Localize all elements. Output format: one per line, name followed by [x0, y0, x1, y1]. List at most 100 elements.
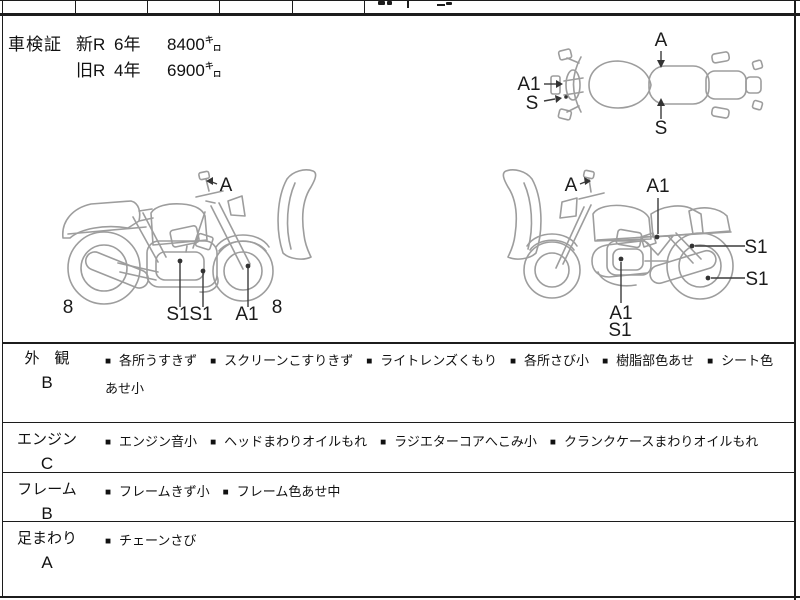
header-cell-divider	[364, 0, 365, 14]
arrowhead	[206, 177, 213, 185]
defect-text: クランクケースまわりオイルもれ	[563, 434, 759, 449]
marker-dot	[200, 268, 206, 274]
bullet-icon: ■	[549, 437, 556, 448]
diagram-label-eight: 8	[63, 297, 74, 318]
defect-item: ■ チェーンさび	[105, 533, 196, 548]
mileage-value: 6900㌔	[167, 61, 222, 80]
condition-row: 足まわり A ■ チェーンさび	[3, 521, 794, 597]
defect-item: ■スクリーンこすりきず	[210, 353, 353, 368]
category-cell: フレーム B	[3, 479, 105, 524]
defect-item: ■ ヘッドまわりオイルもれ	[210, 434, 367, 449]
bullet-icon: ■	[222, 487, 229, 498]
cropped-text-fragment	[378, 1, 385, 5]
marker-dot	[618, 256, 624, 262]
row-rule-1	[2, 422, 796, 423]
defect-text: フレーム色あせ中	[236, 484, 341, 499]
cropped-text-fragment	[407, 0, 409, 8]
arrowhead	[584, 177, 591, 185]
bullet-icon: ■	[510, 356, 517, 367]
years-value: 6年	[114, 35, 141, 54]
marker-dot	[177, 258, 183, 264]
bullet-icon: ■	[210, 437, 217, 448]
diagram-label-s: S	[655, 118, 668, 139]
defect-text: ライトレンズくもり	[380, 353, 497, 368]
defect-item: ■各所うすきず	[105, 353, 197, 368]
category-label: フレーム	[17, 481, 77, 498]
defect-text: 各所うすきず	[119, 353, 198, 368]
diagram-label-a: A	[655, 30, 668, 51]
defect-item: ■ 各所さび小	[510, 353, 589, 368]
diagram-label-a1: A1	[646, 176, 669, 197]
diagram-label-a1: A1	[235, 304, 258, 325]
bullet-icon: ■	[105, 536, 112, 547]
arrowhead	[657, 98, 665, 106]
arrowhead	[555, 95, 562, 103]
diagram-label-a: A	[220, 175, 233, 196]
defect-text: ヘッドまわりオイルもれ	[224, 434, 368, 449]
marker-dot	[245, 263, 251, 269]
diagram-label-a1: A1	[517, 74, 540, 95]
row-items: ■エンジン音小■ヘッドまわりオイルもれ■ラジエターコアへこみ小■クランクケースま…	[105, 429, 794, 457]
defect-text: シート色あせ小	[105, 353, 774, 396]
mileage-value: 8400㌔	[167, 35, 222, 54]
defect-text: チェーンさび	[119, 533, 197, 548]
bullet-icon: ■	[602, 356, 609, 367]
bullet-icon: ■	[380, 437, 387, 448]
leader-line	[579, 181, 586, 185]
condition-row: エンジン C ■エンジン音小■ヘッドまわりオイルもれ■ラジエターコアへこみ小■ク…	[3, 422, 794, 474]
grade-label: B	[41, 504, 53, 523]
category-cell: 外 観 B	[3, 348, 105, 393]
defect-item: ■ フレーム色あせ中	[223, 484, 341, 499]
header-cell-divider	[292, 0, 293, 14]
motorcycle-top-view-diagram: A A1 S S	[517, 30, 764, 139]
marker-dot	[564, 95, 568, 99]
section-rule	[2, 342, 796, 344]
leader-line	[543, 98, 556, 102]
row-items: ■ フレームきず小 ■ フレーム色あせ中	[105, 479, 794, 507]
defect-text: フレームきず小	[119, 484, 210, 499]
diagram-label-s1: S1	[608, 320, 631, 341]
damage-diagrams: A A1 S S	[62, 30, 769, 341]
grade-label: A	[41, 553, 53, 572]
grade-label: B	[41, 373, 53, 392]
defect-item: ■ クランクケースまわりオイルもれ	[550, 434, 758, 449]
bullet-icon: ■	[105, 487, 112, 498]
defect-item: ■ラジエターコアへこみ小	[380, 434, 537, 449]
era-value: 新R	[76, 35, 106, 54]
condition-row: 外 観 B ■各所うすきず■スクリーンこすりきず■ライトレンズくもり■各所さび小…	[3, 344, 794, 422]
defect-item: ■ ライトレンズくもり	[366, 353, 497, 368]
diagram-label-a1: A1	[609, 303, 632, 324]
cropped-text-fragment	[446, 2, 452, 5]
defect-text: 各所さび小	[524, 353, 590, 368]
diagram-label-s1: S1	[166, 304, 189, 325]
bullet-icon: ■	[366, 356, 373, 367]
arrowhead	[657, 60, 665, 68]
row-rule-2	[2, 472, 796, 473]
header-cell-divider	[147, 0, 148, 14]
defect-item: ■ フレームきず小	[105, 484, 210, 499]
left-border	[2, 0, 3, 598]
cropped-text-fragment	[387, 1, 392, 5]
bullet-icon: ■	[707, 356, 714, 367]
diagram-label-eight: 8	[272, 297, 283, 318]
header-bottom-rule	[0, 13, 800, 16]
bullet-icon: ■	[210, 356, 217, 367]
diagram-label-s1: S1	[189, 304, 212, 325]
bullet-icon: ■	[105, 437, 112, 448]
header-cell-divider	[219, 0, 220, 14]
diagram-label-a: A	[565, 175, 578, 196]
defect-text: 樹脂部色あせ	[616, 353, 695, 368]
category-label: 足まわり	[16, 530, 77, 547]
defect-item: ■シート色あせ小	[105, 353, 773, 396]
marker-dot	[705, 275, 711, 281]
defect-item: ■エンジン音小	[105, 434, 197, 449]
category-cell: エンジン C	[3, 429, 105, 474]
row-items: ■ チェーンさび	[105, 528, 794, 556]
inspection-cert-label: 車検証	[8, 35, 62, 54]
cropped-text-fragment	[437, 4, 445, 6]
condition-rows: 外 観 B ■各所うすきず■スクリーンこすりきず■ライトレンズくもり■各所さび小…	[3, 344, 794, 597]
diagram-label-s1: S1	[745, 269, 768, 290]
condition-row: フレーム B ■ フレームきず小 ■ フレーム色あせ中	[3, 472, 794, 524]
era-value: 旧R	[76, 61, 106, 80]
